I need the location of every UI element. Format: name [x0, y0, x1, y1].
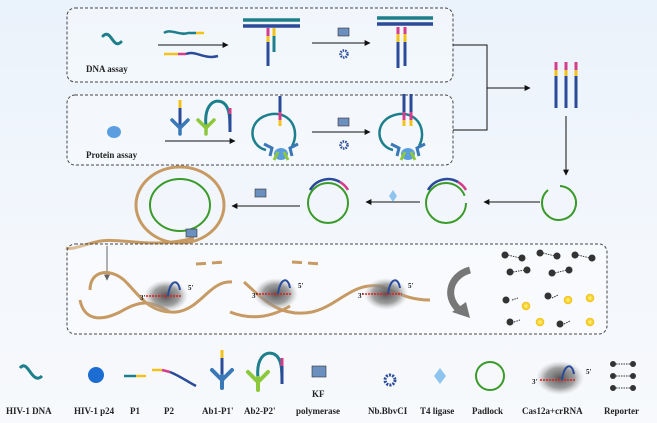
legend-reporter-icon [610, 361, 636, 391]
p2-probe [185, 51, 219, 59]
legend-p2-icon [152, 368, 197, 388]
protein-sandwich-2 [378, 94, 426, 161]
legend-reporter: Reporter [604, 406, 639, 416]
open-padlock [541, 185, 577, 221]
protein-assay-label: Protein assay [86, 150, 138, 160]
nbbbvci-icon-2 [339, 140, 349, 150]
transition-arrow-head [452, 302, 470, 318]
legend-ab1-p1-icon [210, 350, 234, 390]
five-prime-label-1: 5' [188, 284, 194, 292]
three-prime-label-1: 3' [140, 294, 146, 302]
legend-three-prime: 3' [532, 378, 538, 386]
legend-padlock-icon [475, 361, 505, 391]
dna-product-structure [377, 16, 433, 68]
legend-ab2-p2: Ab2-P2' [244, 406, 276, 416]
legend-kf-icon [311, 365, 327, 378]
kf-polymerase-icon-3 [254, 188, 267, 198]
rca-product [65, 165, 226, 250]
cas12a-complex-3: 3' 5' [358, 278, 414, 310]
legend-p2: P2 [164, 406, 174, 416]
nbbbvci-icon [339, 49, 349, 59]
three-prime-label-2: 3' [252, 292, 258, 300]
legend-hiv1-dna-icon [18, 364, 44, 380]
protein-assay-panel [66, 94, 454, 166]
legend: HIV-1 DNA HIV-1 p24 P1 P2 Ab1-P1' Ab2-P2… [6, 350, 639, 416]
cas12a-complex-1: 3' 5' [140, 280, 194, 312]
ab2-p2-conjugate [196, 99, 232, 136]
hiv1-p24-protein [107, 126, 121, 138]
dna-hybrid-structure [243, 18, 300, 66]
legend-nbbbvci: Nb.BbvCI [368, 406, 408, 416]
ab1-p1-conjugate [170, 100, 190, 136]
dna-assay-label: DNA assay [86, 64, 128, 74]
three-prime-label-3: 3' [358, 292, 364, 300]
kf-polymerase-icon-4 [185, 228, 198, 238]
protein-sandwich-1 [251, 96, 299, 161]
padlock-with-primer [425, 177, 468, 224]
intact-reporters [501, 249, 596, 277]
kf-polymerase-icon [337, 27, 350, 37]
p1-probe [163, 30, 196, 35]
legend-p1: P1 [130, 406, 140, 416]
legend-kf-line1: KF [312, 389, 325, 399]
legend-five-prime: 5' [586, 368, 592, 376]
legend-hiv1-dna: HIV-1 DNA [6, 406, 52, 416]
legend-nbbbvci-icon [383, 373, 397, 387]
legend-hiv1-p24: HIV-1 p24 [74, 406, 115, 416]
five-prime-label-3: 5' [408, 282, 414, 290]
legend-cas12a-icon: 3' 5' [532, 361, 592, 395]
legend-hiv1-p24-icon [88, 367, 104, 383]
t4-ligase-icon [389, 190, 397, 202]
detection-panel [66, 243, 608, 335]
hiv1-dna-strand [101, 32, 123, 46]
ligated-padlock [307, 177, 350, 224]
legend-t4-ligase: T4 ligase [420, 406, 454, 416]
released-strands [554, 62, 578, 108]
legend-t4-ligase-icon [434, 368, 446, 384]
cleaved-reporters [502, 292, 595, 328]
legend-cas12a: Cas12a+crRNA [522, 406, 583, 416]
cas12a-complex-2: 3' 5' [252, 278, 304, 310]
five-prime-label-2: 5' [298, 282, 304, 290]
kf-polymerase-icon-2 [337, 117, 350, 127]
legend-kf-line2: polymerase [296, 406, 340, 416]
merge-connector [453, 44, 488, 131]
legend-padlock: Padlock [472, 406, 503, 416]
legend-ab1-p1: Ab1-P1' [202, 406, 234, 416]
legend-ab2-p2-icon [246, 351, 284, 392]
